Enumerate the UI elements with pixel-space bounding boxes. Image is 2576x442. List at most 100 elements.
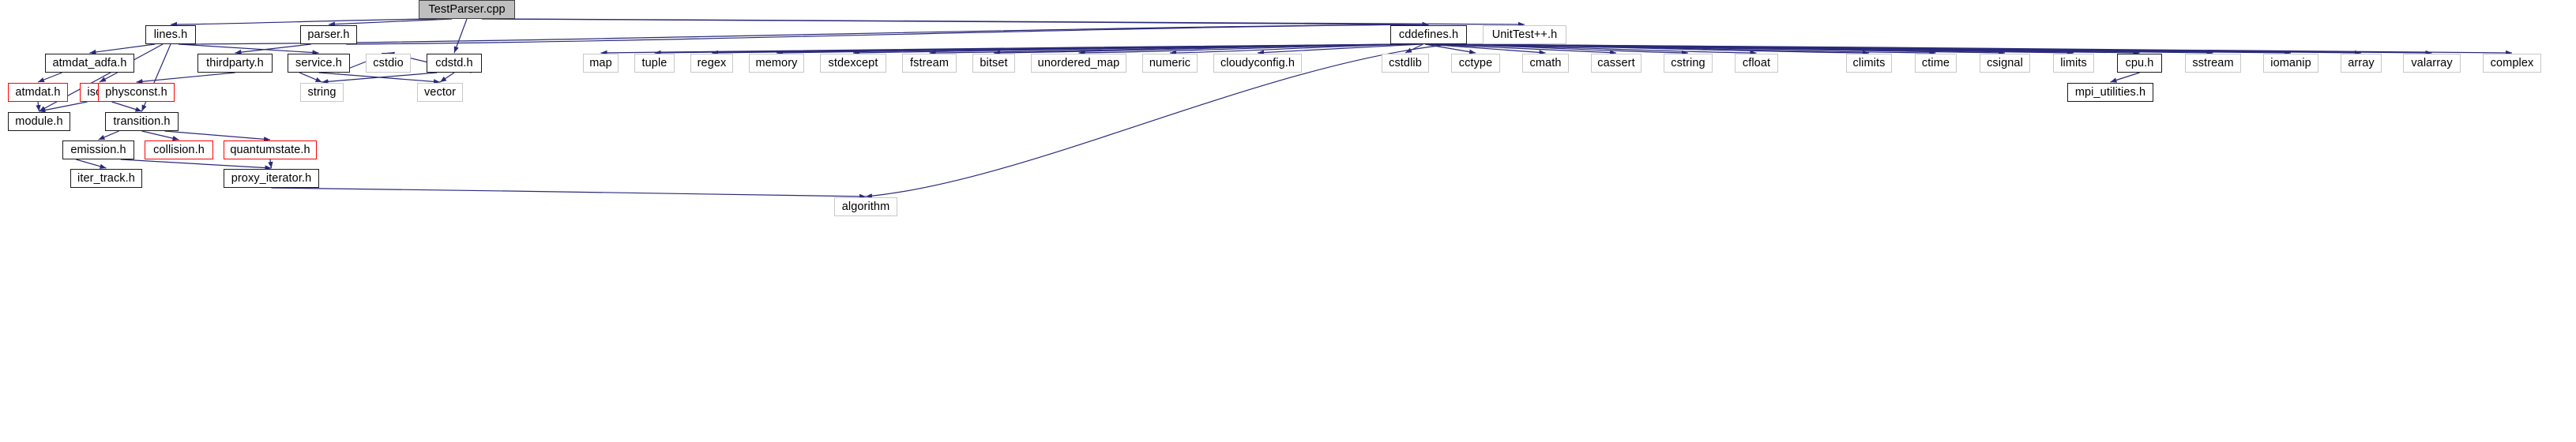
graph-node-array[interactable]: array <box>2341 54 2382 73</box>
edge-cdstd-h-to-string <box>322 72 438 84</box>
graph-node-iter-track-h[interactable]: iter_track.h <box>70 169 142 188</box>
edge-cddefines-h-to-regex <box>711 43 1409 56</box>
edge-cddefines-h-to-cstring <box>1430 43 1689 56</box>
edge-transition-h-to-quantumstate-h <box>164 130 271 142</box>
edge-emission-h-to-iter-track-h <box>76 159 107 169</box>
edge-lines-h-to-atmdat-adfa-h <box>89 43 156 55</box>
graph-node-quantumstate-h[interactable]: quantumstate.h <box>224 140 317 159</box>
edge-thirdparty-h-to-physconst-h <box>136 72 235 84</box>
graph-node-cpu-h[interactable]: cpu.h <box>2117 54 2162 73</box>
edge-atmdat-adfa-h-to-atmdat-h <box>37 72 62 83</box>
edge-cddefines-h-to-numeric <box>1169 43 1420 56</box>
graph-node-valarray[interactable]: valarray <box>2403 54 2461 73</box>
graph-node-cdstd-h[interactable]: cdstd.h <box>427 54 482 73</box>
graph-node-atmdat-h[interactable]: atmdat.h <box>8 83 68 102</box>
graph-node-cstring[interactable]: cstring <box>1664 54 1713 73</box>
graph-node-climits[interactable]: climits <box>1846 54 1892 73</box>
edge-lines-h-to-service-h <box>178 43 319 55</box>
graph-node-limits[interactable]: limits <box>2053 54 2094 73</box>
graph-node-physconst-h[interactable]: physconst.h <box>98 83 175 102</box>
graph-node-atmdat-adfa-h[interactable]: atmdat_adfa.h <box>45 54 134 73</box>
graph-node-cctype[interactable]: cctype <box>1451 54 1500 73</box>
graph-node-cstdlib[interactable]: cstdlib <box>1382 54 1429 73</box>
graph-node-thirdparty-h[interactable]: thirdparty.h <box>197 54 273 73</box>
edge-atmdat-h-to-module-h <box>36 101 41 112</box>
edge-cddefines-h-to-cpu-h <box>1441 43 2140 56</box>
edge-proxy-iterator-h-to-algorithm <box>271 187 867 200</box>
edge-cddefines-h-to-cloudyconfig-h <box>1257 43 1422 55</box>
graph-node-ctime[interactable]: ctime <box>1915 54 1957 73</box>
edge-cddefines-h-to-valarray <box>1448 43 2432 56</box>
graph-node-cddefines-h[interactable]: cddefines.h <box>1390 25 1467 44</box>
edge-cddefines-h-to-limits <box>1439 43 2074 56</box>
edge-cddefines-h-to-unordered-map <box>1078 43 1418 56</box>
graph-node-numeric[interactable]: numeric <box>1142 54 1198 73</box>
graph-node-mpi-utilities-h[interactable]: mpi_utilities.h <box>2067 83 2153 102</box>
edge-lines-h-to-cddefines-h <box>186 21 1429 45</box>
edge-transition-h-to-emission-h <box>98 130 119 140</box>
edge-parser-h-to-thirdparty-h <box>235 43 311 55</box>
graph-node-map[interactable]: map <box>583 54 619 73</box>
graph-node-lines-h[interactable]: lines.h <box>145 25 196 44</box>
graph-node-parser-h[interactable]: parser.h <box>300 25 357 44</box>
graph-node-string[interactable]: string <box>300 83 344 102</box>
edge-atmdat-adfa-h-to-iso-h <box>99 72 118 83</box>
edge-cddefines-h-to-sstream <box>1442 43 2213 56</box>
graph-node-bitset[interactable]: bitset <box>972 54 1015 73</box>
edge-service-h-to-string <box>299 72 322 83</box>
edge-cddefines-h-to-cstdlib <box>1405 43 1423 54</box>
edge-testparser-cpp-to-cddefines-h <box>481 18 1429 28</box>
edge-cddefines-h-to-csignal <box>1438 43 2006 56</box>
graph-node-unittest-h[interactable]: UnitTest++.h <box>1483 25 1566 44</box>
graph-node-service-h[interactable]: service.h <box>288 54 350 73</box>
edge-cddefines-h-to-map <box>600 43 1405 56</box>
graph-node-complex[interactable]: complex <box>2483 54 2541 73</box>
graph-node-cloudyconfig-h[interactable]: cloudyconfig.h <box>1213 54 1302 73</box>
graph-node-cfloat[interactable]: cfloat <box>1735 54 1778 73</box>
graph-node-regex[interactable]: regex <box>690 54 733 73</box>
graph-node-vector[interactable]: vector <box>417 83 463 102</box>
graph-node-stdexcept[interactable]: stdexcept <box>820 54 886 73</box>
edge-cddefines-h-to-ctime <box>1435 43 1936 56</box>
graph-node-memory[interactable]: memory <box>749 54 804 73</box>
edge-parser-h-to-cddefines-h <box>346 21 1429 45</box>
edge-quantumstate-h-to-proxy-iterator-h <box>268 159 273 169</box>
graph-node-algorithm[interactable]: algorithm <box>834 197 897 216</box>
graph-node-sstream[interactable]: sstream <box>2185 54 2241 73</box>
graph-node-collision-h[interactable]: collision.h <box>145 140 213 159</box>
edge-service-h-to-vector <box>318 72 441 84</box>
edge-testparser-cpp-to-lines-h <box>170 18 438 28</box>
edge-cddefines-h-to-climits <box>1434 43 1870 56</box>
edge-iso-h-to-module-h <box>39 101 88 113</box>
edge-iso-h-to-transition-h <box>111 101 142 112</box>
graph-node-emission-h[interactable]: emission.h <box>62 140 134 159</box>
edge-cddefines-h-to-stdexcept <box>852 43 1412 56</box>
graph-node-cmath[interactable]: cmath <box>1522 54 1569 73</box>
edge-testparser-cpp-to-parser-h <box>328 18 453 27</box>
edge-cdstd-h-to-vector <box>439 72 455 83</box>
graph-node-cassert[interactable]: cassert <box>1591 54 1641 73</box>
graph-node-iomanip[interactable]: iomanip <box>2263 54 2318 73</box>
edge-testparser-cpp-to-unittest-h <box>496 18 1525 28</box>
graph-node-cstdio[interactable]: cstdio <box>366 54 411 73</box>
graph-node-transition-h[interactable]: transition.h <box>105 112 179 131</box>
edge-cddefines-h-to-complex <box>1450 43 2513 56</box>
graph-node-module-h[interactable]: module.h <box>8 112 70 131</box>
graph-node-unordered-map[interactable]: unordered_map <box>1031 54 1126 73</box>
edge-cddefines-h-to-cmath <box>1427 43 1546 55</box>
edge-cddefines-h-to-cfloat <box>1432 43 1757 56</box>
edge-cddefines-h-to-fstream <box>929 43 1415 56</box>
graph-node-csignal[interactable]: csignal <box>1980 54 2030 73</box>
graph-node-tuple[interactable]: tuple <box>634 54 675 73</box>
edge-emission-h-to-proxy-iterator-h <box>120 159 272 170</box>
edge-cddefines-h-to-tuple <box>654 43 1407 56</box>
graph-node-testparser-cpp[interactable]: TestParser.cpp <box>419 0 515 19</box>
edge-transition-h-to-collision-h <box>141 130 179 141</box>
edge-testparser-cpp-to-cdstd-h <box>453 18 468 54</box>
edge-cddefines-h-to-iomanip <box>1445 43 2292 56</box>
graph-node-fstream[interactable]: fstream <box>902 54 957 73</box>
edge-cddefines-h-to-cctype <box>1424 43 1476 54</box>
edge-cddefines-h-to-cassert <box>1428 43 1617 55</box>
graph-node-proxy-iterator-h[interactable]: proxy_iterator.h <box>224 169 319 188</box>
